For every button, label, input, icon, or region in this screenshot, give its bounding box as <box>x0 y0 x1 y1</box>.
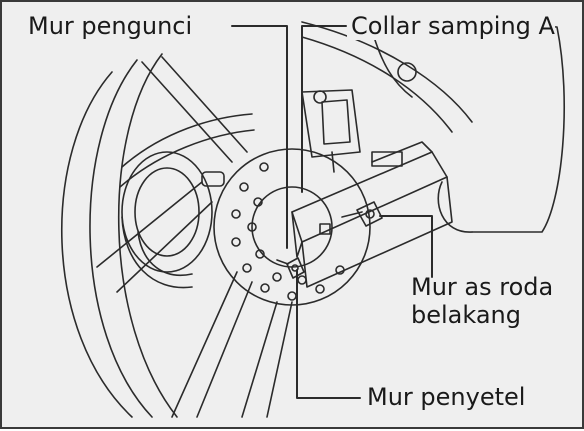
leader-lines <box>231 25 433 399</box>
rear-tire <box>60 21 473 418</box>
rear-axle-nut-label-line1: Mur as roda <box>411 273 554 301</box>
brake-caliper <box>301 89 361 173</box>
adjusting-nut-label: Mur penyetel <box>363 383 526 411</box>
axle-nut <box>341 201 383 227</box>
rear-axle-nut-label-line2: belakang <box>411 301 522 329</box>
brake-disc <box>213 148 371 306</box>
drive-chain <box>119 113 255 289</box>
swingarm <box>291 141 453 288</box>
rear-axle-nut-label: Mur as roda belakang <box>411 273 553 329</box>
rear-fender <box>373 21 566 233</box>
wheel-spokes <box>96 56 293 418</box>
side-collar-label: Collar samping A <box>347 12 555 40</box>
adjusting-nut <box>276 257 305 279</box>
lock-nut-label: Mur pengunci <box>28 12 197 40</box>
